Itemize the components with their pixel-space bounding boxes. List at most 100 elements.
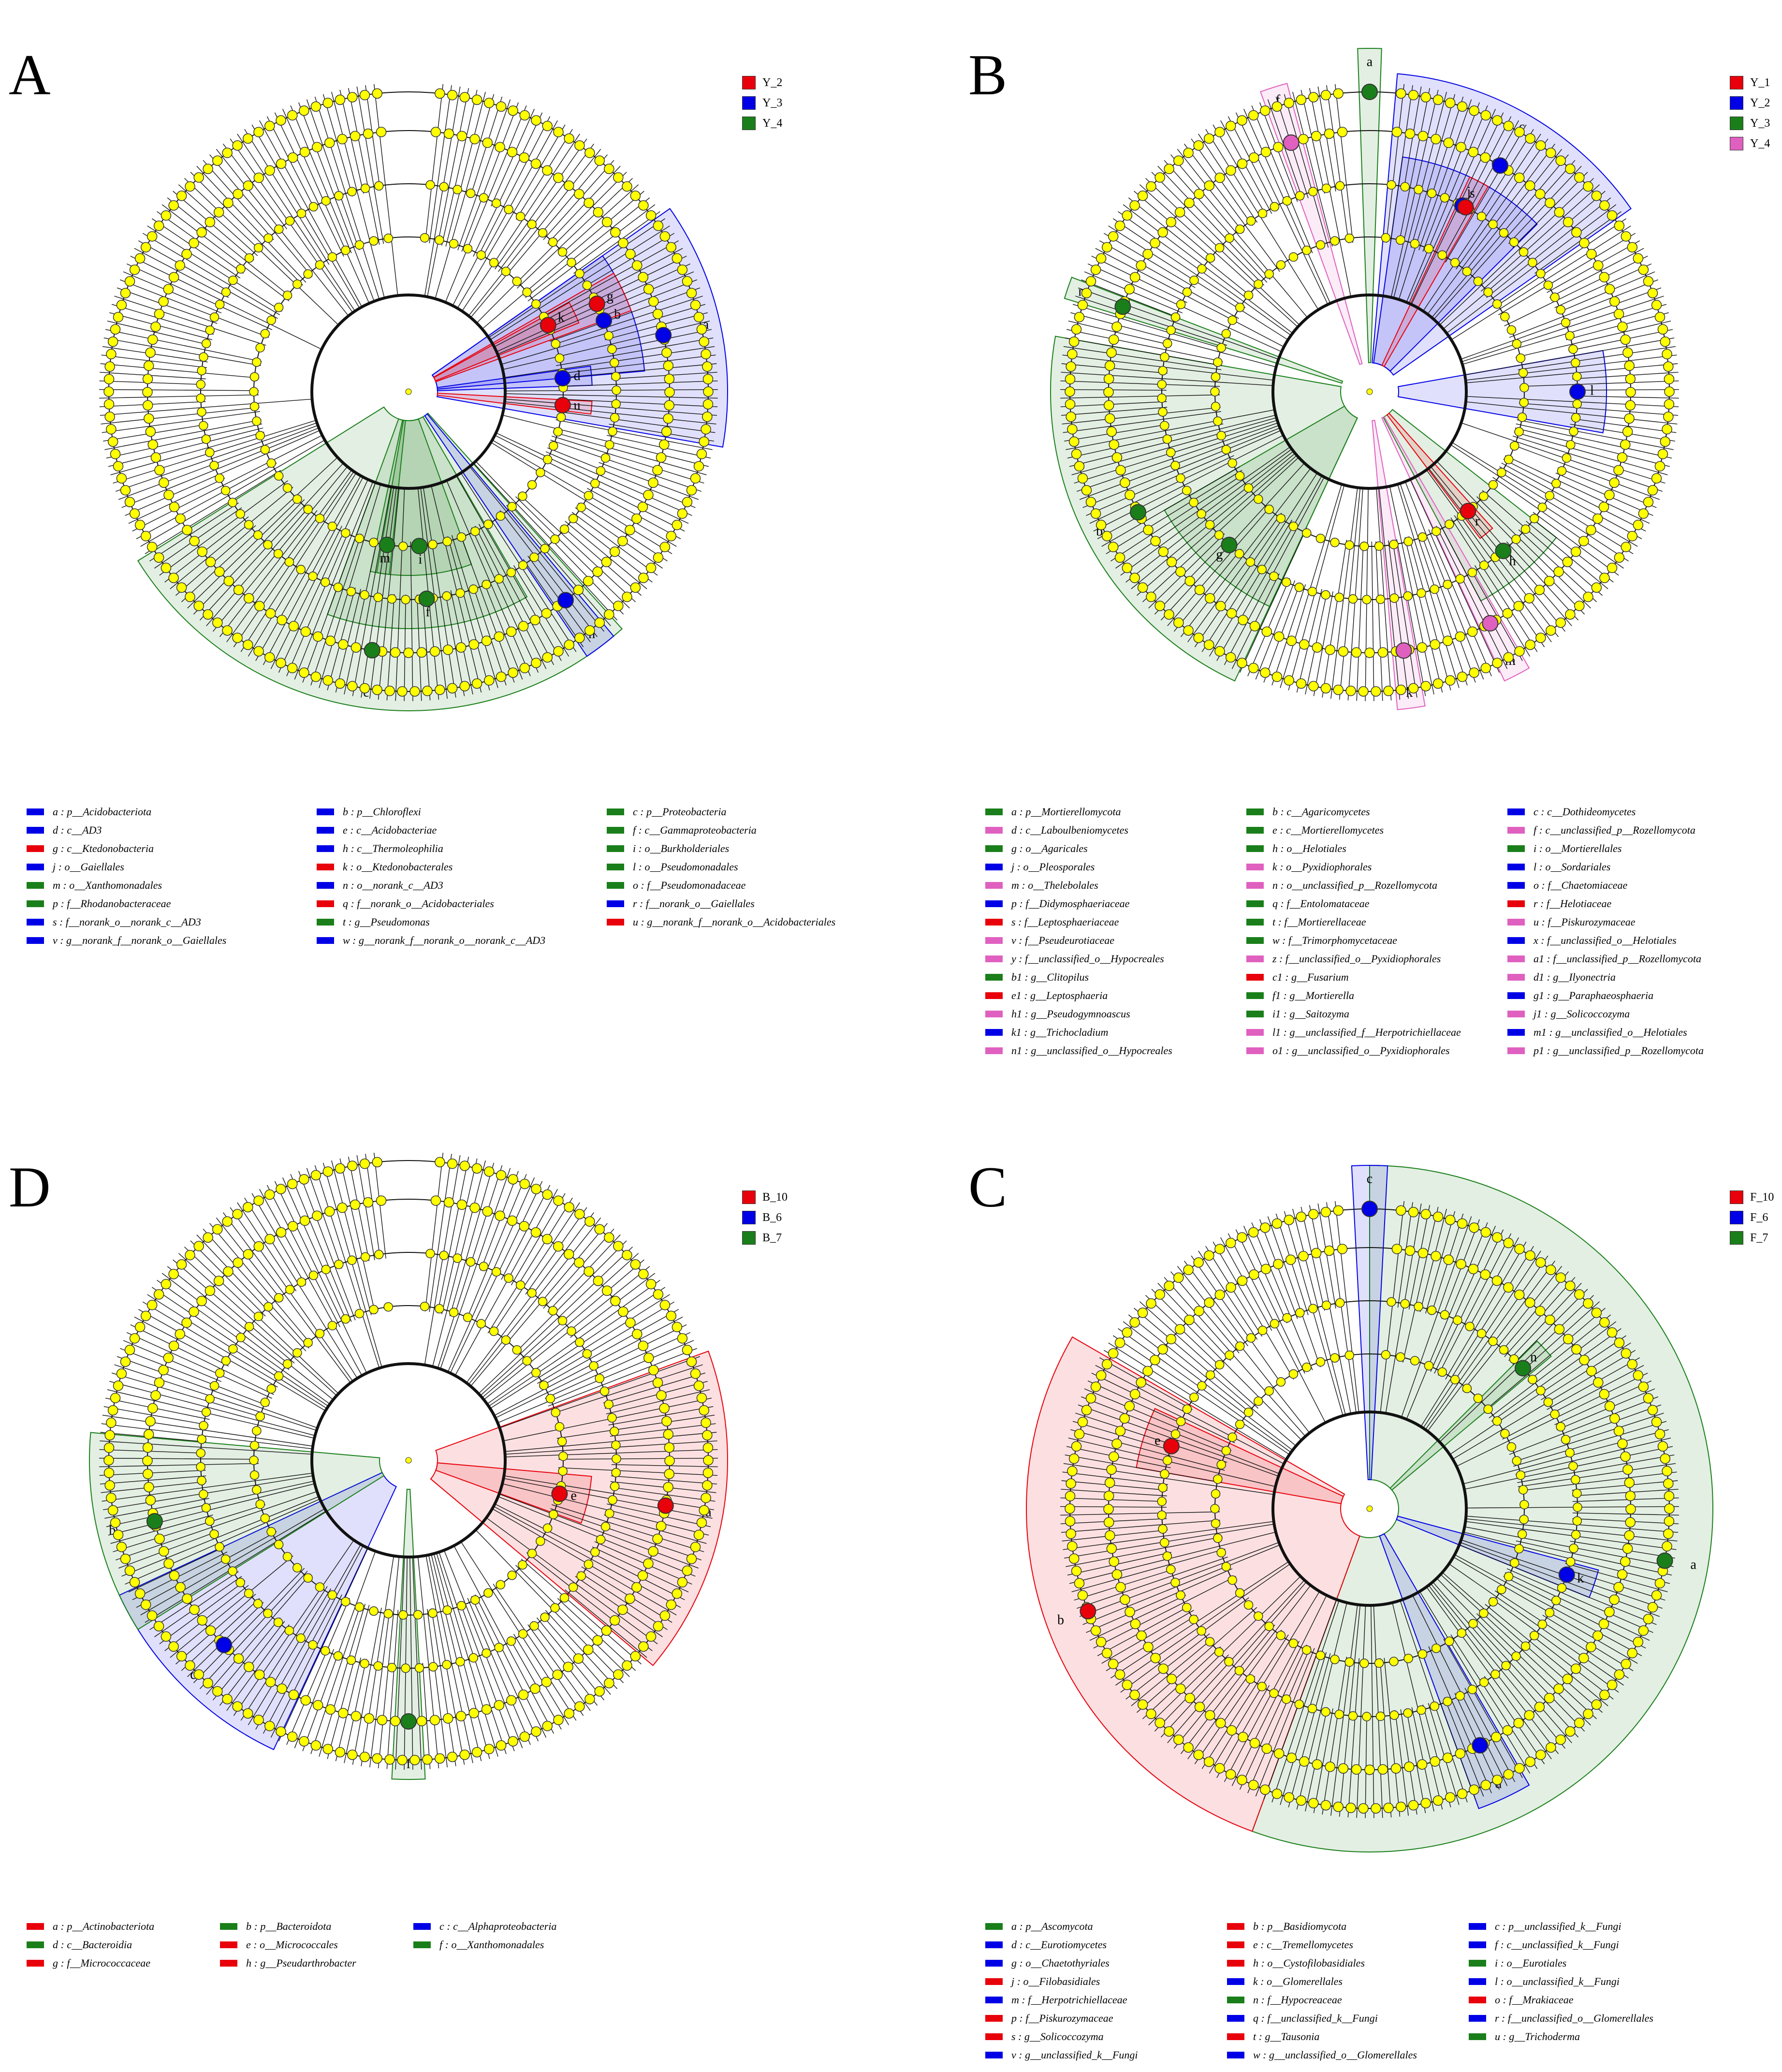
group-label: B_7 (762, 1231, 782, 1244)
group-label: Y_2 (762, 76, 783, 89)
taxon-swatch (985, 882, 1003, 889)
taxon-label: r : f__unclassified_o__Glomerellales (1495, 2012, 1653, 2024)
taxon-swatch (985, 2033, 1003, 2040)
taxon-swatch (607, 882, 624, 889)
taxon-label: a1 : f__unclassified_p__Rozellomycota (1534, 953, 1702, 965)
taxon-legend-item: q : f__norank_o__Acidobacteriales (317, 895, 587, 913)
root-node (1366, 1505, 1373, 1512)
taxon-label: a : p__Actinobacteriota (53, 1920, 155, 1932)
taxon-swatch (985, 937, 1003, 944)
taxon-label: v : f__Pseudeurotiaceae (1011, 934, 1114, 946)
taxon-swatch (1469, 1941, 1486, 1948)
clade-label: a (1367, 54, 1373, 69)
taxon-label: t : g__Pseudomonas (343, 916, 430, 928)
taxon-label: t : f__Mortierellaceae (1272, 916, 1366, 928)
root-node (405, 388, 412, 395)
taxon-legend-item: l1 : g__unclassified_f__Herpotrichiellac… (1246, 1023, 1488, 1042)
taxon-swatch (1227, 2015, 1244, 2022)
taxon-legend-item: j : o__Gaiellales (27, 858, 297, 876)
taxon-legend-item: e : c__Acidobacteriae (317, 821, 587, 839)
group-label: Y_3 (762, 96, 783, 109)
taxon-legend-item: i : o__Burkholderiales (607, 839, 906, 858)
taxon-label: m : o__Thelebolales (1011, 879, 1098, 891)
taxon-swatch (1469, 1960, 1486, 1967)
group-label: Y_4 (762, 117, 783, 130)
taxon-legend-item: a : p__Mortierellomycota (985, 803, 1227, 821)
taxon-legend-item: n1 : g__unclassified_o__Hypocreales (985, 1042, 1227, 1060)
taxon-swatch (27, 864, 44, 870)
group-swatch (1730, 1231, 1743, 1245)
group-swatch (1730, 76, 1743, 89)
taxon-swatch (607, 808, 624, 815)
biomarker-node (557, 592, 574, 609)
taxon-legend-item: c : c__Alphaproteobacteria (413, 1917, 626, 1936)
group-label: B_6 (762, 1211, 782, 1224)
taxon-swatch (607, 827, 624, 834)
taxon-label: p : f__Rhodanobacteraceae (53, 897, 171, 910)
taxon-legend-item: n : f__Hypocreaceae (1227, 1991, 1449, 2009)
tree-nodes (103, 88, 714, 697)
group-label: Y_4 (1750, 137, 1770, 150)
taxon-legend-item: y : f__unclassified_o__Hypocreales (985, 950, 1227, 968)
biomarker-node (1569, 383, 1586, 400)
taxon-swatch (1246, 900, 1264, 907)
taxon-swatch (1507, 919, 1525, 926)
clade-label: d (574, 368, 581, 383)
biomarker-node (554, 370, 571, 387)
taxon-swatch (1507, 827, 1525, 834)
taxon-label: c : p__Proteobacteria (633, 806, 727, 818)
taxon-legend-item: f : c__unclassified_p__Rozellomycota (1507, 821, 1778, 839)
biomarker-node (554, 397, 571, 413)
group-legend-item: Y_4 (742, 113, 782, 133)
taxon-legend-item: w : g__norank_f__norank_o__norank_c__AD3 (317, 931, 587, 950)
tree-nodes (1065, 1205, 1675, 1814)
taxa-legend: a : p__Mortierellomycota b : c__Agaricomy… (985, 803, 1778, 1060)
taxon-swatch (1227, 2052, 1244, 2058)
taxon-swatch (1507, 1047, 1525, 1054)
taxon-legend-item: m : f__Herpotrichiellaceae (985, 1991, 1208, 2009)
taxon-legend-item: z : f__unclassified_o__Pyxidiophorales (1246, 950, 1488, 968)
group-legend-item: Y_3 (1730, 113, 1770, 133)
taxon-legend-item: i1 : g__Saitozyma (1246, 1005, 1488, 1023)
taxon-label: k : o__Ktedonobacterales (343, 861, 453, 873)
clade-highlight (1026, 1336, 1360, 1832)
taxon-legend-item: l : o__unclassified_k__Fungi (1469, 1972, 1710, 1991)
taxon-legend-item: d : c__Laboulbeniomycetes (985, 821, 1227, 839)
biomarker-node (1395, 642, 1412, 659)
taxon-swatch (985, 1997, 1003, 2003)
taxon-legend-item: d : c__AD3 (27, 821, 297, 839)
taxon-label: s : f__norank_o__norank_c__AD3 (53, 916, 201, 928)
taxon-legend-item: h1 : g__Pseudogymnoascus (985, 1005, 1227, 1023)
taxon-label: g : o__Agaricales (1011, 842, 1088, 854)
clade-label: i (419, 552, 423, 567)
biomarker-node (1283, 134, 1300, 151)
taxon-label: p : f__Didymosphaeriaceae (1011, 897, 1130, 910)
clade-highlight (1050, 336, 1358, 682)
taxon-label: v : g__norank_f__norank_o__Gaiellales (53, 934, 227, 946)
taxon-legend-item: c : p__unclassified_k__Fungi (1469, 1917, 1710, 1936)
taxon-swatch (27, 1960, 44, 1967)
taxon-label: m1 : g__unclassified_o__Helotiales (1534, 1026, 1687, 1038)
taxon-swatch (1507, 955, 1525, 962)
taxon-label: b : c__Agaricomycetes (1272, 806, 1370, 818)
taxon-label: t : g__Tausonia (1253, 2030, 1320, 2043)
taxon-legend-item: f : o__Xanthomonadales (413, 1936, 626, 1954)
taxon-legend-item: g1 : g__Paraphaeosphaeria (1507, 986, 1778, 1005)
taxon-label: r : f__Helotiaceae (1534, 897, 1612, 910)
cladogram: abcdken (1026, 1164, 1713, 1852)
taxon-label: h1 : g__Pseudogymnoascus (1011, 1008, 1130, 1020)
taxon-legend-item: p : f__Rhodanobacteraceae (27, 895, 297, 913)
taxon-label: q : f__unclassified_k__Fungi (1253, 2012, 1378, 2024)
biomarker-node (588, 295, 605, 312)
taxon-swatch (1246, 1029, 1264, 1036)
taxon-label: d : c__AD3 (53, 824, 102, 836)
taxon-swatch (27, 937, 44, 944)
taxon-legend-item: b : p__Chloroflexi (317, 803, 587, 821)
taxon-legend-item: j : o__Pleosporales (985, 858, 1227, 876)
panel-d: D aecbf B_10B_6B_7 a : p__Actinobacterio… (0, 1064, 891, 2072)
taxon-legend-item: k1 : g__Trichocladium (985, 1023, 1227, 1042)
taxon-label: e : c__Mortierellomycetes (1272, 824, 1384, 836)
taxon-label: h : g__Pseudarthrobacter (246, 1957, 356, 1969)
taxon-label: d : c__Eurotiomycetes (1011, 1939, 1107, 1951)
taxon-swatch (985, 827, 1003, 834)
